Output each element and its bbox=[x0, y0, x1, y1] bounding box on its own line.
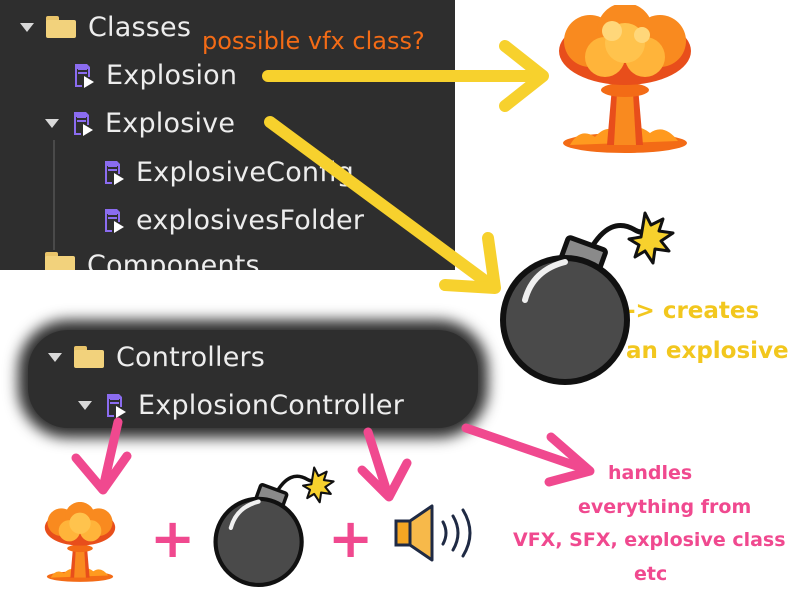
arrow-to-bomb-head bbox=[439, 232, 501, 294]
script-icon bbox=[75, 64, 94, 88]
handles-annotation-line3: VFX, SFX, explosive class bbox=[513, 529, 786, 551]
handles-annotation-line4: etc bbox=[634, 563, 668, 585]
tree-item-explosive[interactable]: Explosive bbox=[45, 107, 236, 139]
tree-item-label: Controllers bbox=[116, 341, 266, 373]
tree-item-classes[interactable]: Classes bbox=[20, 11, 192, 43]
arrow-to-speaker bbox=[363, 427, 393, 500]
bomb-icon bbox=[500, 211, 675, 385]
tree-item-explosion[interactable]: Explosion bbox=[72, 59, 238, 91]
tree-item-label: Classes bbox=[88, 11, 192, 43]
arrow-to-bomb bbox=[264, 116, 498, 292]
folder-icon bbox=[46, 16, 76, 38]
tree-item-label: Explosion bbox=[106, 59, 238, 91]
expand-triangle-icon[interactable] bbox=[78, 400, 92, 410]
tree-item-label: Explosive bbox=[105, 107, 236, 139]
arrow-to-speaker-head bbox=[357, 458, 412, 502]
folder-icon bbox=[45, 252, 75, 270]
creates-annotation-line2: an explosive bbox=[626, 338, 789, 364]
expand-triangle-icon[interactable] bbox=[20, 22, 34, 32]
expand-triangle-icon[interactable] bbox=[48, 352, 62, 362]
plus-sign: + bbox=[150, 507, 196, 570]
tree-guide bbox=[53, 140, 55, 250]
tree-item-label: explosivesFolder bbox=[136, 204, 365, 236]
arrow-to-explosion-cloud-head bbox=[499, 40, 549, 112]
creates-annotation-line1: -> creates bbox=[626, 298, 760, 324]
tree-item-explosioncontroller[interactable]: ExplosionController bbox=[78, 389, 405, 421]
explosion-cloud-icon bbox=[44, 502, 116, 582]
script-icon bbox=[74, 112, 93, 136]
script-icon bbox=[105, 161, 124, 185]
tree-item-label: ExplosionController bbox=[138, 389, 405, 421]
script-icon bbox=[107, 394, 126, 418]
speaker-icon bbox=[394, 504, 472, 562]
tree-item-components[interactable]: Components bbox=[45, 252, 260, 270]
plus-sign: + bbox=[328, 507, 374, 570]
handles-annotation-line2: everything from bbox=[578, 496, 752, 518]
arrow-to-small-explosion bbox=[98, 417, 123, 493]
folder-icon bbox=[74, 346, 104, 368]
script-icon bbox=[105, 209, 124, 233]
bomb-icon bbox=[213, 466, 335, 587]
tree-item-controllers[interactable]: Controllers bbox=[48, 341, 266, 373]
arrow-to-handles bbox=[461, 423, 593, 475]
vfx-question-annotation: possible vfx class? bbox=[202, 27, 425, 55]
tree-item-label: Components bbox=[87, 252, 260, 270]
tree-item-explosivesfolder[interactable]: explosivesFolder bbox=[102, 204, 365, 236]
explosion-cloud-icon bbox=[559, 5, 691, 153]
arrow-to-handles-head bbox=[544, 432, 595, 487]
arrow-to-small-explosion-head bbox=[71, 451, 132, 495]
expand-triangle-icon[interactable] bbox=[45, 118, 59, 128]
handles-annotation-line1: handles bbox=[608, 462, 693, 484]
explorer-panel-bottom bbox=[28, 330, 478, 428]
